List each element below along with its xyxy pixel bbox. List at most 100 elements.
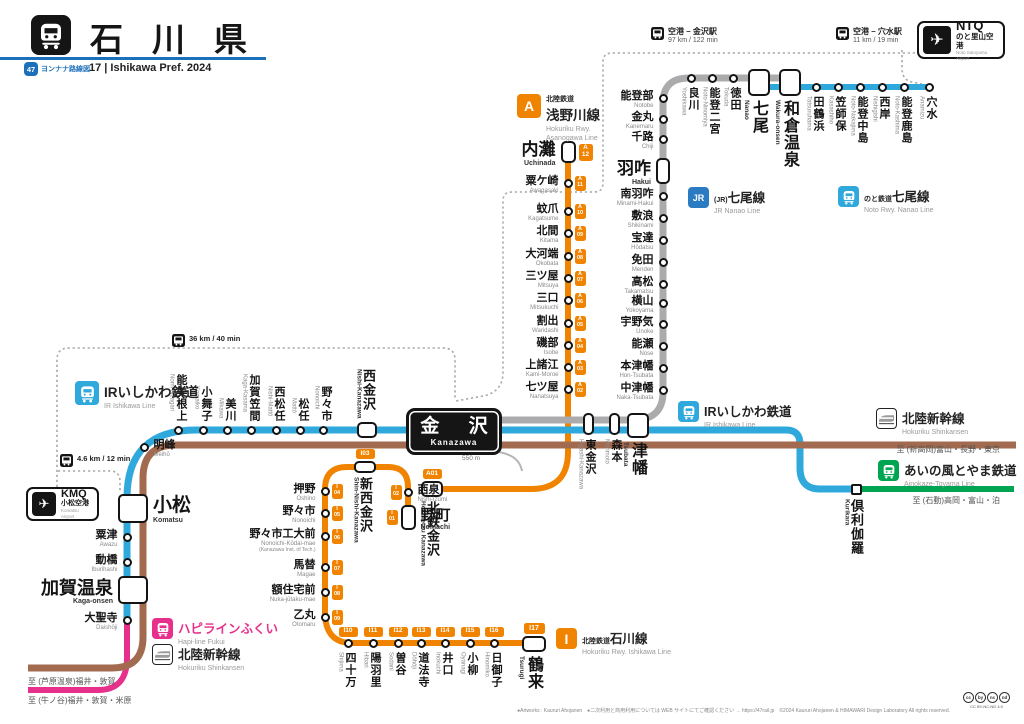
station-marker-kanazawa[interactable]: 金 沢 Kanazawa xyxy=(406,408,502,455)
station-marker-kaga-kasama[interactable] xyxy=(246,425,256,435)
station-marker-tsurugi[interactable] xyxy=(522,636,546,652)
station-marker-kagatsume[interactable] xyxy=(563,206,573,216)
station-marker-yoshikawa[interactable] xyxy=(686,73,696,83)
station-marker-shin-nishi-kanazawa[interactable] xyxy=(354,461,376,473)
station-marker-kurikara[interactable] xyxy=(850,483,862,495)
station-marker-nishi-matt[interactable] xyxy=(271,425,281,435)
station-marker-nishi-kanazawa[interactable] xyxy=(357,422,377,438)
station-marker-komatsu[interactable] xyxy=(118,493,148,523)
station-marker-uchinada[interactable] xyxy=(560,141,576,163)
station-marker-komaiko[interactable] xyxy=(198,425,208,435)
series-logo: 47 ヨンナナ路線図 xyxy=(24,62,90,76)
station-marker-nomi-neagari[interactable] xyxy=(173,425,183,435)
page-title: 石川県 xyxy=(90,21,276,58)
station-marker-hibari[interactable] xyxy=(368,638,378,648)
station-marker-isobe[interactable] xyxy=(563,340,573,350)
station-marker-shijima[interactable] xyxy=(343,638,353,648)
airport-code: KMQ xyxy=(61,487,87,500)
station-marker-matt[interactable] xyxy=(295,425,305,435)
station-marker-unoke[interactable] xyxy=(658,319,668,329)
station-marker-h-datsu[interactable] xyxy=(658,235,668,245)
station-marker-anamizu[interactable] xyxy=(924,82,934,92)
station-marker-noto-nakajima[interactable] xyxy=(855,82,865,92)
station-marker-morimoto[interactable] xyxy=(608,413,620,435)
station-marker-takamatsu[interactable] xyxy=(658,279,668,289)
station-marker-hinomiko[interactable] xyxy=(489,638,499,648)
station-marker-hon-tsubata[interactable] xyxy=(658,363,668,373)
station-marker-naka-tsubata[interactable] xyxy=(658,385,668,395)
transfer-distance-label: 550 m xyxy=(462,455,481,462)
station-marker-kasashiho[interactable] xyxy=(833,82,843,92)
station-marker-okobata[interactable] xyxy=(563,251,573,261)
station-marker-awazu[interactable] xyxy=(122,532,132,542)
station-marker-magae[interactable] xyxy=(320,562,330,572)
station-marker-oyanagi[interactable] xyxy=(465,638,475,648)
station-badge-i03: I03 xyxy=(355,449,375,459)
station-marker-notobe[interactable] xyxy=(658,93,668,103)
station-marker-kanemaru[interactable] xyxy=(658,114,668,124)
station-marker-nanatsuya[interactable] xyxy=(563,384,573,394)
station-marker-noto-kashima[interactable] xyxy=(899,82,909,92)
station-marker-shikinami[interactable] xyxy=(658,213,668,223)
station-marker-mitsuya[interactable] xyxy=(563,273,573,283)
legend-line-prefix: (JR) xyxy=(714,197,728,204)
station-marker-meih[interactable] xyxy=(139,442,149,452)
station-marker-tatsuruhama[interactable] xyxy=(811,82,821,92)
station-marker-iburihashi[interactable] xyxy=(122,557,132,567)
airport-name: のと里山空港 xyxy=(956,32,994,51)
station-marker-nishigishi[interactable] xyxy=(877,82,887,92)
station-marker-mikawa[interactable] xyxy=(222,425,232,435)
legend-line-prefix: のと鉄道 xyxy=(864,196,892,203)
station-marker-daish-ji[interactable] xyxy=(122,615,132,625)
station-marker-nonoichi[interactable] xyxy=(318,425,328,435)
station-marker-nishi-izumi[interactable] xyxy=(403,487,413,497)
station-marker-chiji[interactable] xyxy=(658,134,668,144)
station-marker-minami-hakui[interactable] xyxy=(658,191,668,201)
station-marker-tsubata[interactable] xyxy=(627,412,649,438)
legend-line-name: 北陸新幹線 xyxy=(178,648,241,662)
station-marker-d-h-ji[interactable] xyxy=(416,638,426,648)
station-marker-sodani[interactable] xyxy=(393,638,403,648)
bus-icon xyxy=(836,27,849,40)
line-hapi-line xyxy=(28,620,130,693)
station-marker-yokoyama[interactable] xyxy=(658,298,668,308)
station-marker-hakui[interactable] xyxy=(656,158,670,184)
station-marker-nonoichi[interactable] xyxy=(320,508,330,518)
station-marker-nomachi[interactable] xyxy=(400,504,416,530)
station-marker-higashi-kanazawa[interactable] xyxy=(582,413,594,435)
station-marker-awagasaki[interactable] xyxy=(563,178,573,188)
station-marker-nuka-j-taku-mae[interactable] xyxy=(320,587,330,597)
station-marker-kitama[interactable] xyxy=(563,228,573,238)
station-marker-otomaru[interactable] xyxy=(320,612,330,622)
station-marker-mitsukuchi[interactable] xyxy=(563,295,573,305)
station-marker-nose[interactable] xyxy=(658,341,668,351)
station-marker-kaga-onsen[interactable] xyxy=(118,576,148,604)
station-marker-waridashi[interactable] xyxy=(563,318,573,328)
station-marker-oshino[interactable] xyxy=(320,486,330,496)
station-marker-inokuchi[interactable] xyxy=(440,638,450,648)
station-marker-menden[interactable] xyxy=(658,257,668,267)
station-marker-wakura-onsen[interactable] xyxy=(779,68,801,96)
station-label-kanazawa: 金 沢 xyxy=(420,415,500,437)
station-marker-hokutetsu-kanazawa[interactable] xyxy=(421,481,443,497)
station-marker-nanao[interactable] xyxy=(748,68,770,96)
station-marker-kami-moroe[interactable] xyxy=(563,362,573,372)
station-marker-tokuda[interactable] xyxy=(728,73,738,83)
station-marker-noto-ninomiya[interactable] xyxy=(707,73,717,83)
station-marker-nonoichi-k-dai-mae[interactable] xyxy=(320,531,330,541)
